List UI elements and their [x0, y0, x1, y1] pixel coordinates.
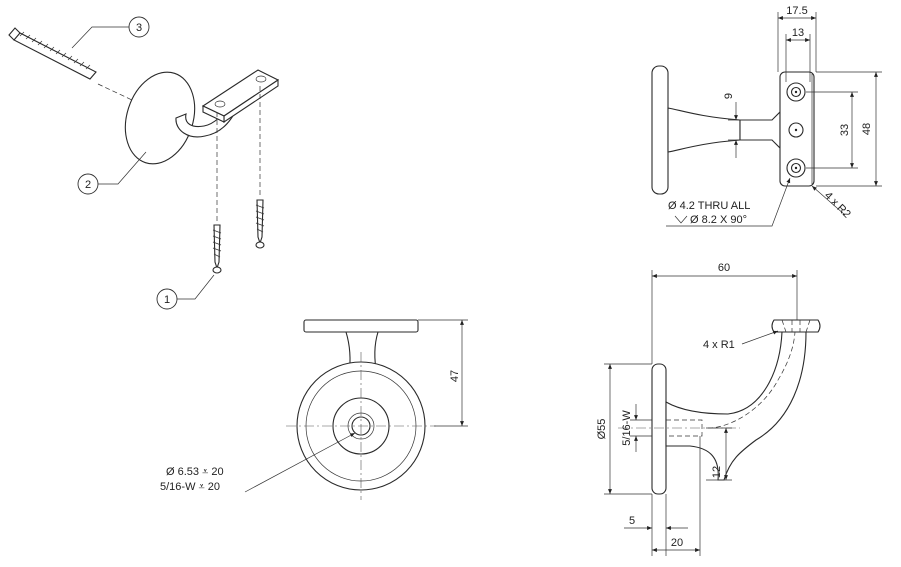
dim-47: 47 [449, 370, 461, 382]
radius-r1: 4 x R1 [703, 339, 735, 351]
tap-callout-drill: Ø 6.53 ⩡ 20 [166, 466, 224, 478]
wall-flange-disc [124, 71, 196, 165]
balloon-2-label: 2 [85, 179, 91, 191]
rail-saddle [201, 69, 280, 124]
front-view-saddle [303, 319, 419, 333]
top-view-neck [667, 107, 741, 153]
top-view: 17.5 13 9 33 48 Ø 4.2 THRU ALL Ø 8.2 X 9… [651, 5, 882, 227]
tap-callout-thread: 5/16-W ⩡ 20 [160, 481, 220, 493]
top-view-holes [786, 82, 806, 178]
dim-48: 48 [861, 123, 873, 135]
dim-12: 12 [711, 466, 723, 478]
dim-60: 60 [718, 262, 730, 274]
wood-screw-right [255, 199, 265, 249]
dim-13: 13 [792, 27, 804, 39]
radius-r2: 4 x R2 [822, 190, 853, 221]
balloon-1 [156, 288, 178, 310]
balloon-2 [77, 173, 99, 195]
hole-callout-csk: Ø 8.2 X 90° [690, 214, 747, 226]
top-view-saddle-plate [779, 71, 815, 187]
hole-callout-thru: Ø 4.2 THRU ALL [668, 200, 750, 212]
balloon-3-label: 3 [136, 22, 142, 34]
side-view-saddle [771, 319, 821, 333]
exploded-isometric-view: 3 2 1 [8, 16, 280, 310]
side-view-flange [651, 363, 667, 495]
side-view-arm [665, 331, 807, 481]
dim-33: 33 [839, 124, 851, 136]
dim-5: 5 [629, 515, 635, 527]
balloon-1-label: 1 [164, 294, 170, 306]
balloon-3 [128, 16, 150, 38]
dim-17-5: 17.5 [786, 5, 807, 17]
wood-screw-left [212, 224, 222, 274]
dim-20: 20 [671, 537, 683, 549]
top-view-flange [651, 65, 669, 195]
dim-thread: 5/16-W [621, 410, 633, 446]
front-view: 47 Ø 6.53 ⩡ 20 5/16-W ⩡ 20 [160, 319, 468, 500]
dim-dia-55: Ø55 [596, 419, 608, 440]
hanger-bolt [8, 27, 97, 80]
side-view: 60 4 x R1 Ø55 5/16-W 12 5 20 [596, 262, 821, 556]
dim-9: 9 [723, 93, 735, 99]
